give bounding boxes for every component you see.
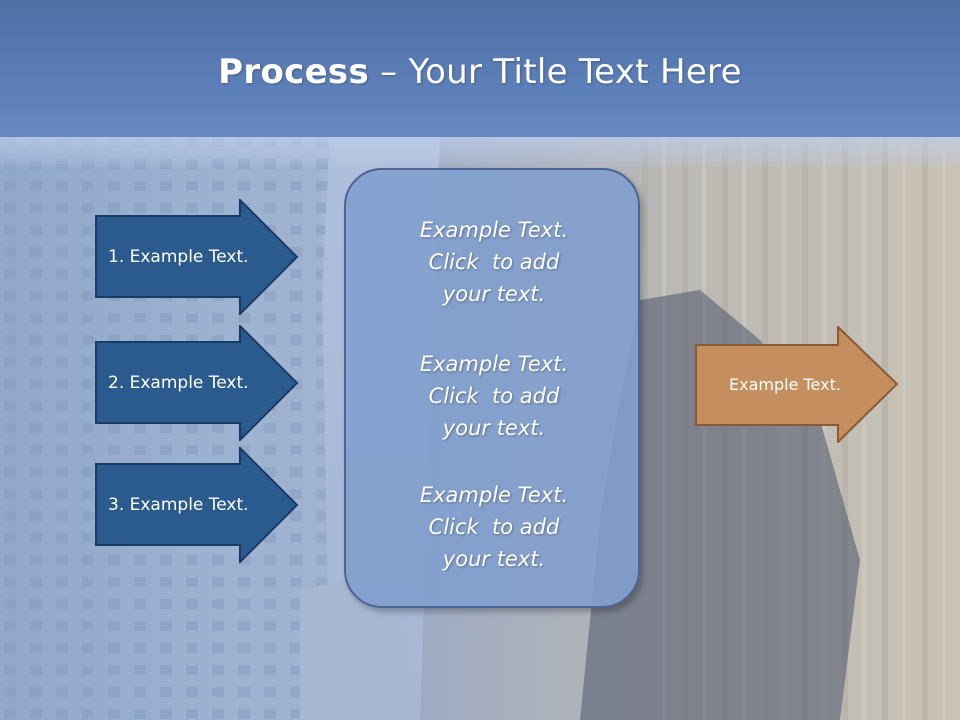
paragraph-2-line-3: your text.: [442, 416, 546, 440]
title-bold: Process: [218, 52, 370, 92]
slide-title[interactable]: Process – Your Title Text Here: [0, 52, 960, 92]
center-paragraph-1: Example Text. Click to add your text.: [346, 214, 642, 310]
paragraph-2-line-1: Example Text.: [419, 352, 569, 376]
left-arrow-3[interactable]: 3. Example Text.: [95, 447, 299, 563]
left-arrow-1-label: 1. Example Text.: [108, 247, 249, 267]
center-paragraph-3: Example Text. Click to add your text.: [346, 479, 642, 575]
paragraph-2-line-2: Click to add: [428, 384, 560, 408]
left-arrow-2[interactable]: 2. Example Text.: [95, 325, 299, 441]
arrow-shape-1: [95, 199, 299, 315]
left-arrow-3-label: 3. Example Text.: [108, 495, 249, 515]
arrow-shape-2: [95, 325, 299, 441]
arrow-shape-3: [95, 447, 299, 563]
center-paragraph-2: Example Text. Click to add your text.: [346, 348, 642, 444]
title-rest: – Your Title Text Here: [369, 52, 742, 92]
paragraph-3-line-1: Example Text.: [419, 483, 569, 507]
paragraph-3-line-2: Click to add: [428, 515, 560, 539]
paragraph-1-line-2: Click to add: [428, 250, 560, 274]
center-text-box[interactable]: Example Text. Click to add your text. Ex…: [344, 168, 640, 608]
left-arrow-2-label: 2. Example Text.: [108, 373, 249, 393]
paragraph-1-line-1: Example Text.: [419, 218, 569, 242]
title-band: [0, 0, 960, 137]
title-strip: [0, 137, 960, 167]
paragraph-1-line-3: your text.: [442, 282, 546, 306]
right-arrow-label: Example Text.: [729, 375, 841, 394]
paragraph-3-line-3: your text.: [442, 547, 546, 571]
right-arrow-shape: [695, 326, 899, 443]
right-arrow[interactable]: Example Text.: [695, 326, 899, 443]
left-arrow-1[interactable]: 1. Example Text.: [95, 199, 299, 315]
